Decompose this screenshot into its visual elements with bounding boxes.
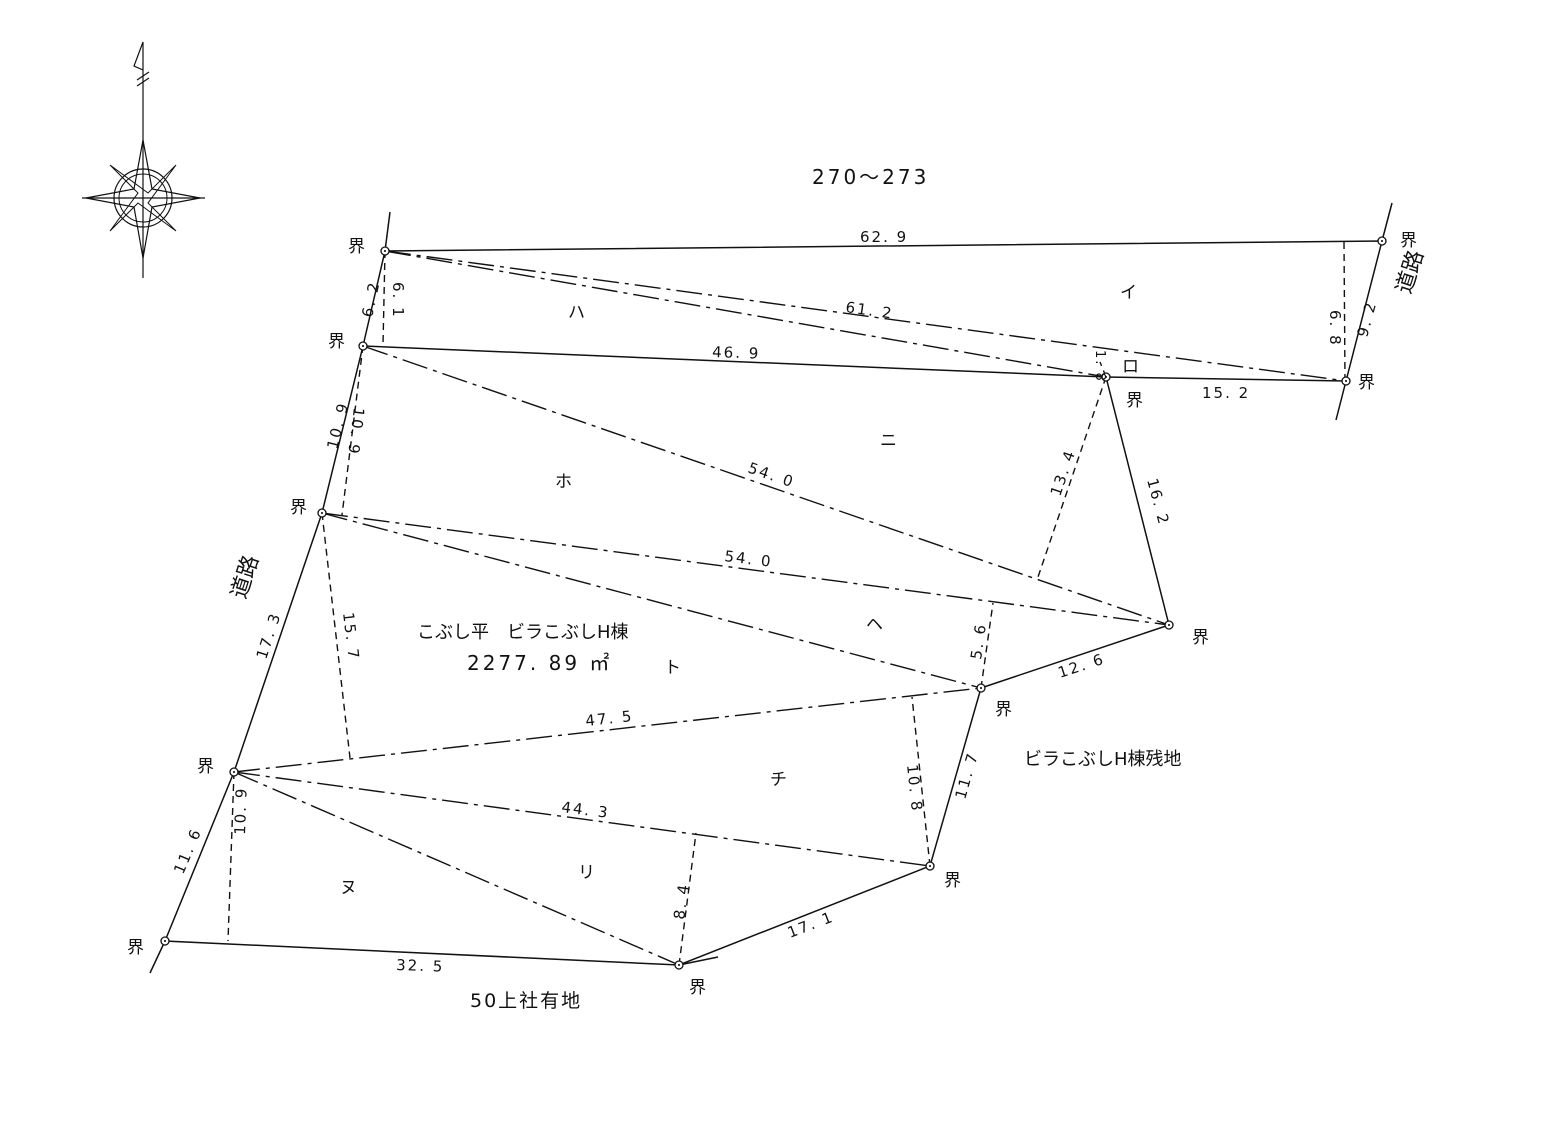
road-label-right: 道路 [1392,247,1429,297]
region-label: チ [770,770,787,790]
distance-label: 61. 2 [844,298,894,323]
boundary-point-icon [160,936,170,946]
boundary-mark: 界 [328,332,345,352]
area-labels: 270～273 道路 道路 こぶし平 ビラこぶしH棟 2277. 89 ㎡ ビラ… [227,165,1429,1012]
distance-label: 10. 9 [231,786,251,835]
distance-label: 6. 2 [358,279,383,319]
distance-label: 6. 1 [389,282,407,319]
distance-label: 8. 4 [670,882,693,921]
road-label-left: 道路 [227,552,264,602]
distance-label: 13. 4 [1047,447,1080,498]
boundary-point-icon [976,683,986,693]
distance-label: 15. 7 [339,611,363,661]
perpendicular-lines [227,241,1346,966]
distance-labels: 62. 9 61. 2 9. 2 6. 8 15. 2 1. 8 6. 2 6.… [170,228,1380,976]
distance-label: 32. 5 [396,956,445,976]
region-label: ハ [568,303,585,323]
distance-label: 11. 6 [170,825,205,876]
distance-label: 10. 9 [344,407,368,457]
boundary-point-icon [380,246,390,256]
boundary-point-icon [674,960,684,970]
region-label: ロ [1122,357,1139,377]
region-label: リ [578,863,595,883]
boundary-mark: 界 [127,938,144,958]
boundary-mark: 界 [348,237,365,257]
boundary-marks: 界 界 界 界 界 界 界 界 界 界 界 界 [127,231,1417,998]
region-label: ヘ [866,615,883,635]
boundary-mark: 界 [944,871,961,891]
region-label: ト [664,658,681,678]
distance-label: 47. 5 [585,707,635,730]
boundary-mark: 界 [1358,373,1375,393]
distance-label: 16. 2 [1143,476,1173,527]
distance-label: 46. 9 [712,343,761,363]
parcel-area: 2277. 89 ㎡ [467,651,612,675]
boundary-mark: 界 [1400,231,1417,251]
boundary-point-icon [925,861,935,871]
boundary-mark: 界 [995,700,1012,720]
remaining-land-label: ビラこぶしH棟残地 [1024,749,1182,770]
compass-rose-icon [82,41,205,278]
boundary-point-icon [229,767,239,777]
distance-label: 10. 8 [903,764,926,814]
distance-label: 15. 2 [1202,384,1250,402]
distance-label: 1. 8 [1092,350,1107,383]
region-label: ホ [555,472,572,492]
distance-label: 6. 8 [1326,310,1344,347]
boundary-mark: 界 [689,978,706,998]
boundary-point-icon [1101,372,1111,382]
north-neighbor-label: 270～273 [812,165,929,189]
boundary-mark: 界 [197,757,214,777]
region-labels: イ ロ ハ ニ ホ ヘ ト チ リ ヌ [340,283,1139,898]
region-label: イ [1120,283,1137,303]
boundary-point-icon [358,341,368,351]
region-label: ヌ [340,878,357,898]
boundary-mark: 界 [1192,628,1209,648]
boundary-point-icon [317,508,327,518]
boundary-point-icon [1377,236,1387,246]
diagonal-lines [233,250,1347,966]
distance-label: 5. 6 [967,622,990,661]
region-label: ニ [880,431,897,451]
boundary-points [160,236,1387,970]
distance-label: 62. 9 [860,228,908,246]
distance-label: 44. 3 [561,798,611,822]
boundary-point-icon [1341,376,1351,386]
boundary-mark: 界 [290,498,307,518]
south-neighbor-label: 50上社有地 [470,990,582,1012]
distance-label: 9. 2 [1353,299,1380,339]
distance-label: 54. 0 [724,547,774,571]
parcel-name: こぶし平 ビラこぶしH棟 [417,622,629,643]
distance-label: 54. 0 [746,459,797,492]
boundary-point-icon [1164,620,1174,630]
boundary-mark: 界 [1126,391,1143,411]
